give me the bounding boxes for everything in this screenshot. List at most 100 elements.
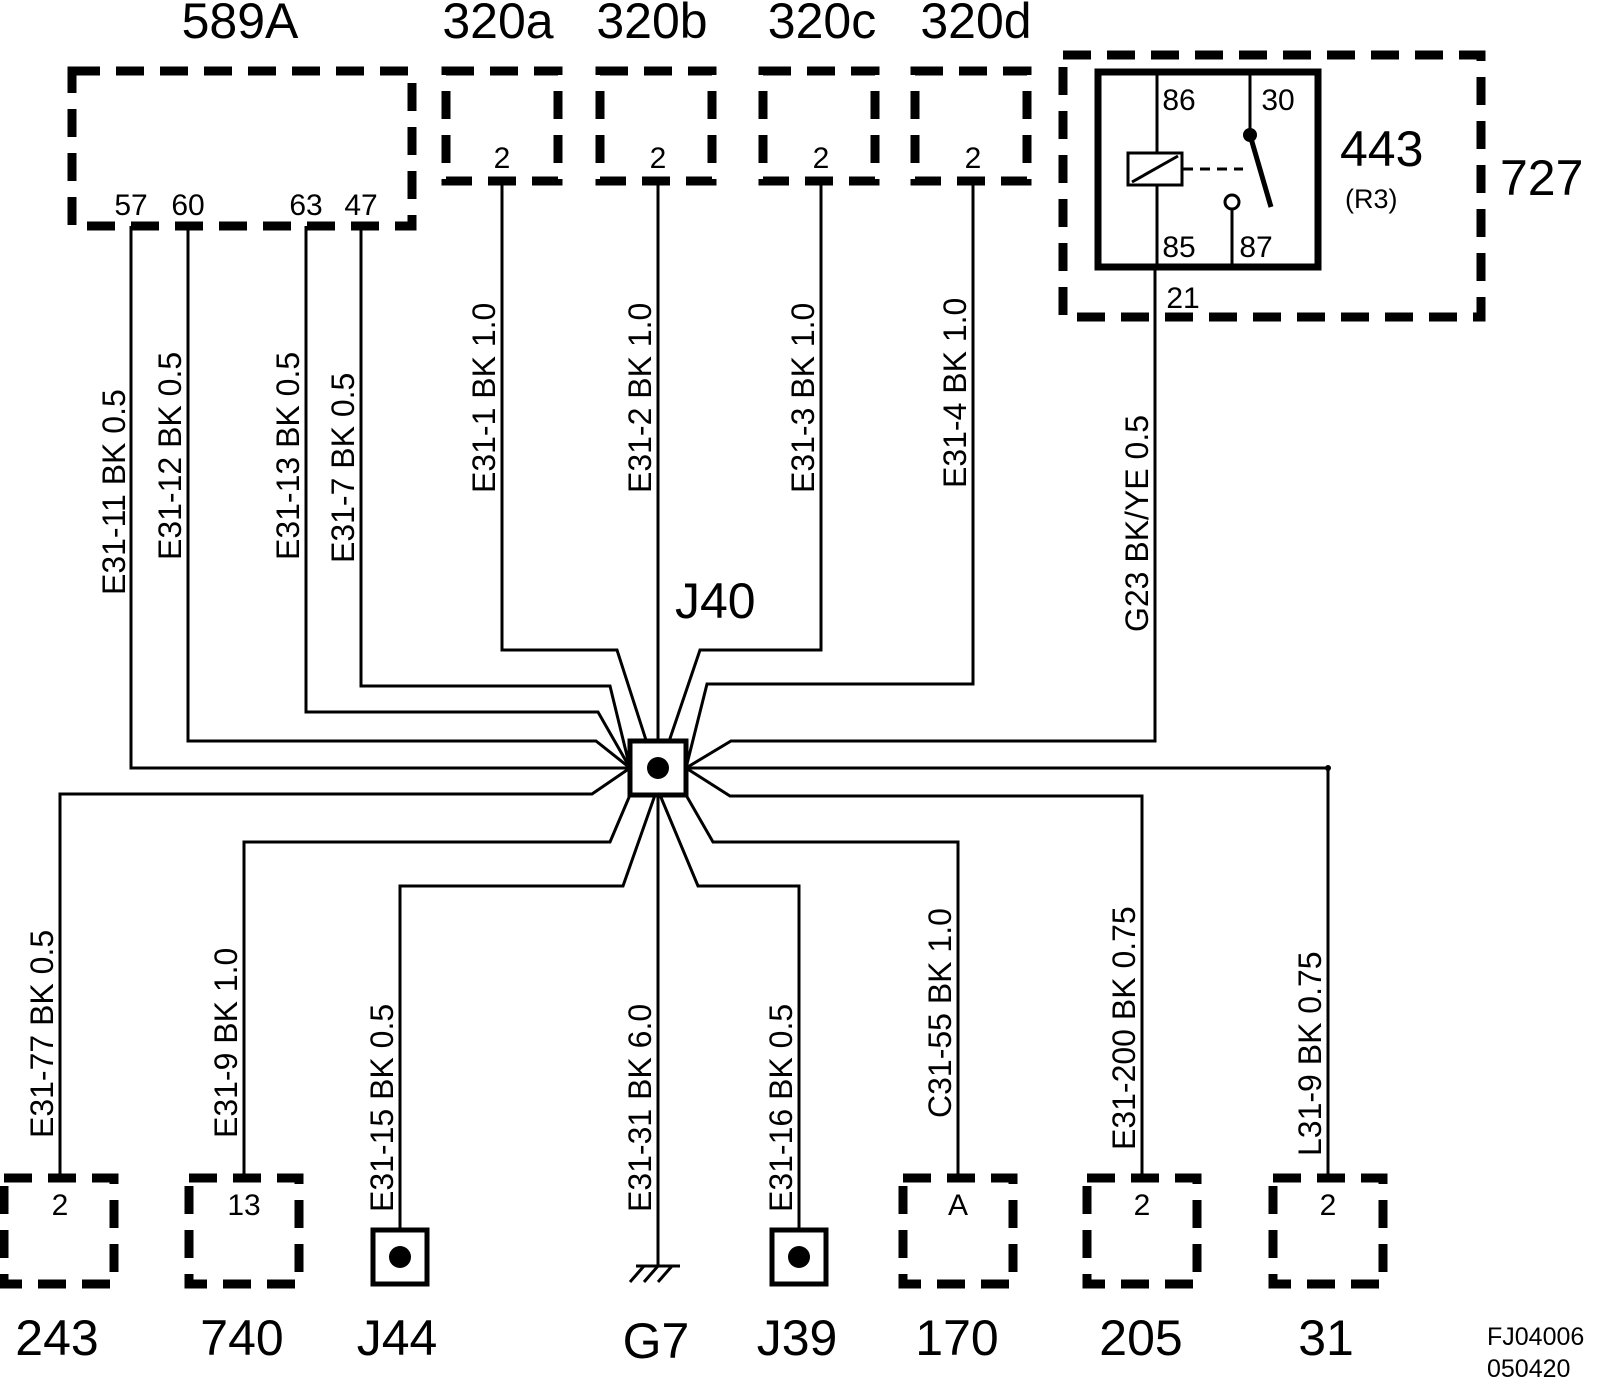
wire-e31-7 <box>359 226 632 769</box>
component-320a: 320a 2 <box>441 0 563 186</box>
component-170-pin: A <box>948 1189 968 1222</box>
bottom-wiring <box>58 765 1331 1265</box>
splice-j44: J44 <box>357 1227 438 1366</box>
wire-label-l31-9: L31-9 BK 0.75 <box>1292 951 1328 1156</box>
relay-443-label: 443 <box>1340 121 1423 177</box>
wire-e31-77 <box>58 766 631 1178</box>
relay-switch-contact <box>1247 134 1274 208</box>
fuse-box-727-box <box>1058 50 1486 322</box>
component-205: 2 205 <box>1082 1173 1202 1366</box>
wire-labels-top: E31-11 BK 0.5 E31-12 BK 0.5 E31-13 BK 0.… <box>96 298 1155 632</box>
component-589a: 589A 57 60 63 47 <box>67 0 417 231</box>
component-320b: 320b 2 <box>595 0 717 186</box>
component-320a-label: 320a <box>442 0 553 49</box>
pin-57: 57 <box>114 189 147 222</box>
component-589a-label: 589A <box>182 0 299 49</box>
wire-c31-55 <box>684 794 960 1178</box>
component-205-box <box>1082 1173 1202 1289</box>
wire-label-e31-4: E31-4 BK 1.0 <box>937 298 973 488</box>
reference-code: FJ04006 050420 <box>1487 1323 1584 1383</box>
wire-g23 <box>685 267 1157 770</box>
wire-labels-bottom: E31-77 BK 0.5 E31-9 BK 1.0 E31-15 BK 0.5… <box>24 906 1328 1212</box>
component-320d-pin: 2 <box>965 142 982 175</box>
component-320c-box <box>758 66 880 186</box>
component-243-box <box>0 1173 119 1289</box>
component-320c-label: 320c <box>768 0 876 49</box>
wire-label-e31-13: E31-13 BK 0.5 <box>270 352 306 560</box>
reference-line-2: 050420 <box>1487 1355 1570 1383</box>
wire-label-e31-15: E31-15 BK 0.5 <box>364 1004 400 1212</box>
wire-label-e31-7: E31-7 BK 0.5 <box>325 373 361 563</box>
fuse-box-727-label: 727 <box>1500 150 1583 206</box>
wire-label-g23: G23 BK/YE 0.5 <box>1119 415 1155 632</box>
splice-j44-dot <box>389 1246 411 1268</box>
component-320c: 320c 2 <box>758 0 880 186</box>
pin-63: 63 <box>289 189 322 222</box>
reference-line-1: FJ04006 <box>1487 1323 1584 1351</box>
wire-label-e31-11: E31-11 BK 0.5 <box>96 389 132 595</box>
component-740: 13 740 <box>184 1173 304 1366</box>
relay-coil-slash <box>1131 154 1179 184</box>
fuse-box-727: 727 21 <box>1058 50 1583 322</box>
relay-pin-30: 30 <box>1261 84 1294 117</box>
wire-label-e31-77: E31-77 BK 0.5 <box>24 930 60 1138</box>
wire-e31-16 <box>658 794 801 1230</box>
component-740-label: 740 <box>200 1310 283 1366</box>
component-170-box <box>898 1173 1018 1289</box>
wire-e31-200 <box>685 766 1144 1178</box>
ground-hatch-2 <box>642 1265 660 1283</box>
relay-443: 86 30 85 87 443 (R3) <box>1094 68 1423 271</box>
ground-hatch-1 <box>628 1265 646 1283</box>
splice-j39: J39 <box>757 1227 838 1366</box>
wire-label-e31-1: E31-1 BK 1.0 <box>466 303 502 493</box>
ground-g7-label: G7 <box>623 1313 690 1369</box>
component-320a-pin: 2 <box>494 142 511 175</box>
splice-j39-dot <box>788 1246 810 1268</box>
splice-j40: J40 <box>627 573 756 798</box>
wire-label-e31-12: E31-12 BK 0.5 <box>152 352 188 560</box>
component-243-pin: 2 <box>52 1189 69 1222</box>
wire-label-e31-31: E31-31 BK 6.0 <box>622 1004 658 1212</box>
component-31: 2 31 <box>1268 1173 1388 1366</box>
component-31-box <box>1268 1173 1388 1289</box>
component-589a-box <box>67 66 417 231</box>
wire-e31-15 <box>398 794 657 1230</box>
component-320c-pin: 2 <box>813 142 830 175</box>
component-320b-label: 320b <box>596 0 707 49</box>
wire-e31-3 <box>658 181 823 769</box>
component-320d-box <box>910 66 1032 186</box>
component-320b-pin: 2 <box>650 142 667 175</box>
wire-label-e31-16: E31-16 BK 0.5 <box>763 1004 799 1212</box>
wire-e31-11 <box>129 226 630 770</box>
splice-j40-dot <box>647 757 669 779</box>
ground-g7: G7 <box>623 1264 690 1369</box>
wire-l31-9-node <box>1325 765 1331 771</box>
wire-e31-1 <box>500 181 657 769</box>
wire-e31-12 <box>186 226 631 770</box>
component-243: 2 243 <box>0 1173 119 1366</box>
component-320d: 320d 2 <box>910 0 1032 186</box>
relay-pin-87: 87 <box>1239 231 1272 264</box>
top-wiring <box>129 181 1157 770</box>
component-31-label: 31 <box>1298 1310 1354 1366</box>
relay-443-body <box>1094 68 1322 271</box>
wire-label-e31-9: E31-9 BK 1.0 <box>208 948 244 1138</box>
component-740-box <box>184 1173 304 1289</box>
wire-label-e31-3: E31-3 BK 1.0 <box>785 303 821 493</box>
component-205-label: 205 <box>1099 1310 1182 1366</box>
wire-label-e31-200: E31-200 BK 0.75 <box>1106 906 1142 1150</box>
relay-pin-85: 85 <box>1162 231 1195 264</box>
splice-j39-label: J39 <box>757 1310 838 1366</box>
relay-pin-86: 86 <box>1162 84 1195 117</box>
component-320d-label: 320d <box>920 0 1031 49</box>
pin-60: 60 <box>171 189 204 222</box>
component-320b-box <box>595 66 717 186</box>
wire-e31-9 <box>242 794 632 1178</box>
wire-e31-13 <box>304 226 632 769</box>
component-170: A 170 <box>898 1173 1018 1366</box>
splice-j44-label: J44 <box>357 1310 438 1366</box>
pin-47: 47 <box>344 189 377 222</box>
relay-contact-87 <box>1223 193 1241 211</box>
